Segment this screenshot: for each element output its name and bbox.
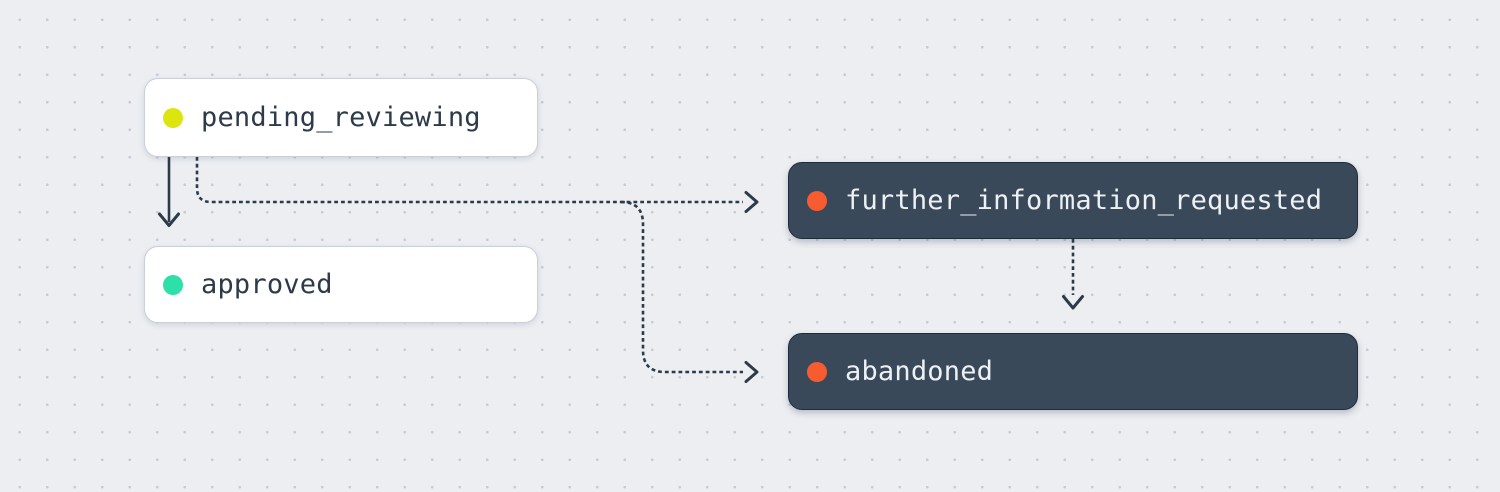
edge-pending-to-abandoned — [620, 200, 743, 374]
status-dot-icon — [807, 361, 827, 382]
arrowhead-down-approved-icon — [158, 212, 180, 227]
edge-pending-to-further-information-requested — [195, 157, 743, 204]
node-abandoned[interactable]: abandoned — [788, 333, 1358, 410]
arrowhead-down-abandoned-icon — [1062, 295, 1084, 310]
arrowhead-right-further-information-icon — [744, 191, 759, 213]
node-label: further_information_requested — [845, 185, 1323, 216]
node-label: abandoned — [845, 356, 994, 387]
node-approved[interactable]: approved — [144, 246, 538, 323]
arrowhead-right-abandoned-icon — [744, 361, 759, 383]
node-pending-reviewing[interactable]: pending_reviewing — [144, 78, 538, 157]
status-dot-icon — [807, 190, 827, 211]
node-further-information-requested[interactable]: further_information_requested — [788, 162, 1358, 239]
node-label: pending_reviewing — [201, 102, 481, 133]
status-dot-icon — [163, 107, 183, 128]
node-label: approved — [201, 269, 333, 300]
status-dot-icon — [163, 274, 183, 295]
